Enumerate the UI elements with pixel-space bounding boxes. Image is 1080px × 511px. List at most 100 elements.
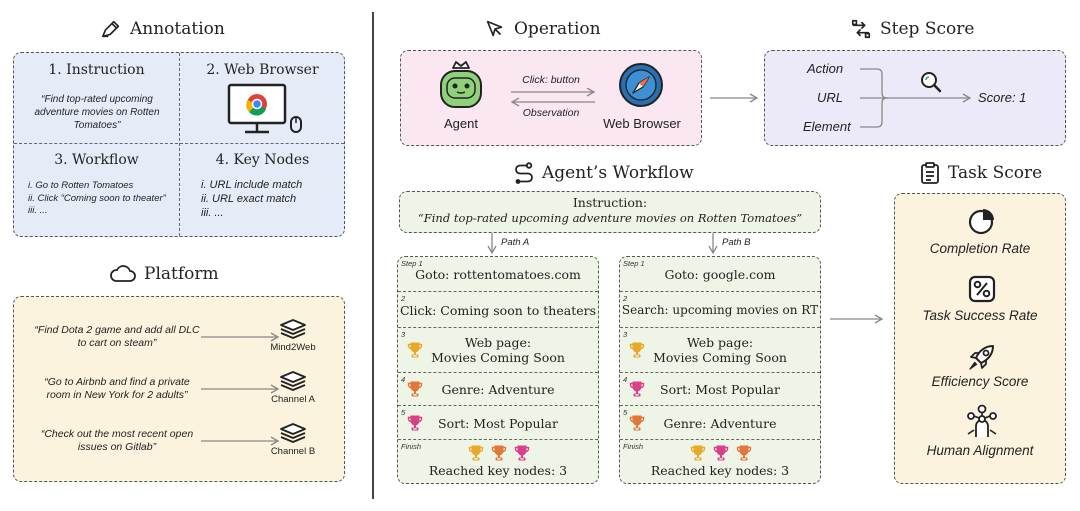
step-number: 5: [623, 408, 628, 417]
workflow-title: Agent’s Workflow: [542, 163, 694, 183]
workflow-list: i. Go to Rotten Tomatoes ii. Click “Comi…: [28, 180, 166, 218]
platform-row: “Check out the most recent open issues o…: [14, 423, 344, 465]
workflow-step: 4 Genre: Adventure: [398, 373, 598, 406]
task-score-human-alignment: Human Alignment: [926, 443, 1034, 458]
step-number: 2: [623, 294, 628, 303]
swap-arrows-icon: [851, 19, 871, 39]
key-node-item: i. URL include match: [201, 179, 303, 191]
step-number: Finish: [401, 442, 422, 451]
percent-icon: [968, 275, 996, 303]
platform-query: “Go to Airbnb and find a private room in…: [44, 376, 190, 401]
workflow-step: Step 1 Goto: rottentomatoes.com: [398, 257, 598, 292]
platform-header: Platform: [110, 264, 219, 284]
workflow-step: 2 Search: upcoming movies on RT: [620, 292, 820, 328]
step-text: Genre: Adventure: [663, 416, 777, 431]
cursor-icon: [486, 20, 503, 37]
step-score-title: Step Score: [880, 19, 975, 39]
step-text: Web page: Movies Coming Soon: [431, 335, 565, 365]
agent-label: Agent: [444, 116, 478, 131]
operation-panel: Agent Click: button Observation Web Brow…: [400, 50, 702, 146]
workflow-step: Step 1 Goto: google.com: [620, 257, 820, 292]
layers-icon: [280, 423, 306, 443]
step-number: Step 1: [401, 259, 423, 268]
step-number: 5: [401, 408, 406, 417]
step-input-element: Element: [803, 119, 851, 134]
workflow-cell: 3. Workflow i. Go to Rotten Tomatoes ii.…: [14, 143, 179, 238]
instruction-text: “Find top-rated upcoming adventure movie…: [34, 94, 160, 131]
route-icon: [515, 162, 533, 184]
step-number: Step 1: [623, 259, 645, 268]
workflow-step: 3 Web page: Movies Coming Soon: [620, 328, 820, 373]
path-a-column: Step 1 Goto: rottentomatoes.com 2 Click:…: [397, 256, 599, 484]
cloud-icon: [110, 265, 136, 282]
step-text: Genre: Adventure: [441, 382, 555, 397]
step-number: 3: [401, 330, 406, 339]
step-text: Sort: Most Popular: [438, 416, 558, 431]
trophy-icon: [407, 381, 423, 402]
task-score-header: Task Score: [920, 162, 1042, 184]
path-a-label: Path A: [501, 237, 530, 248]
section-divider: [372, 12, 374, 499]
arrow-down-icon: [487, 233, 497, 255]
step-text: Sort: Most Popular: [660, 382, 780, 397]
merge-lines: [860, 68, 972, 128]
annotation-panel: 1. Instruction “Find top-rated upcoming …: [13, 52, 345, 237]
trophy-icon: [629, 415, 645, 436]
key-nodes-title: 4. Key Nodes: [215, 152, 310, 168]
arrow-right-icon: [201, 436, 280, 446]
workflow-step: 5 Genre: Adventure: [620, 406, 820, 440]
clipboard-icon: [921, 162, 939, 184]
workflow-step: 2 Click: Coming soon to theaters: [398, 292, 598, 328]
platform-row: “Go to Airbnb and find a private room in…: [14, 371, 344, 413]
workflow-item: ii. Click “Coming soon to theater”: [28, 192, 166, 204]
arrow-right-icon: [830, 314, 884, 324]
web-browser-title: 2. Web Browser: [206, 62, 319, 78]
arrow-down-icon: [708, 233, 718, 255]
task-score-efficiency-score: Efficiency Score: [931, 374, 1029, 389]
step-input-url: URL: [817, 90, 844, 105]
step-text: Reached key nodes: 3: [650, 463, 790, 478]
workflow-step: 3 Web page: Movies Coming Soon: [398, 328, 598, 373]
arrow-right-icon: [710, 93, 759, 103]
platform-label: Mind2Web: [270, 342, 316, 353]
workflow-step: 5 Sort: Most Popular: [398, 406, 598, 440]
task-score-completion-rate: Completion Rate: [929, 241, 1031, 256]
trophy-icon: [514, 445, 530, 466]
task-score-panel: Completion Rate Task Success Rate Effici…: [894, 193, 1066, 484]
workflow-finish: Finish Reached key nodes: 3: [620, 440, 820, 483]
instruction-cell: 1. Instruction “Find top-rated upcoming …: [14, 53, 179, 143]
platform-label: Channel A: [271, 394, 315, 405]
path-b-column: Step 1 Goto: google.com 2 Search: upcomi…: [619, 256, 821, 484]
step-text: Goto: rottentomatoes.com: [415, 267, 581, 282]
layers-icon: [280, 371, 306, 391]
step-number: 4: [401, 375, 406, 384]
trophy-icon: [736, 445, 752, 466]
trophy-icon: [690, 445, 706, 466]
trophy-icon: [629, 381, 645, 402]
step-text: Reached key nodes: 3: [428, 463, 568, 478]
annotation-header: Annotation: [100, 18, 225, 40]
operation-title: Operation: [514, 19, 601, 39]
workflow-instruction-text: “Find top-rated upcoming adventure movie…: [417, 211, 803, 225]
trophy-icon: [407, 342, 423, 363]
workflow-header: Agent’s Workflow: [514, 162, 694, 184]
magnifier-icon: [921, 72, 942, 93]
pen-icon: [101, 20, 120, 38]
observation-label: Observation: [522, 107, 580, 119]
workflow-item: iii. ...: [28, 205, 48, 216]
key-node-item: ii. URL exact match: [201, 193, 297, 205]
key-node-item: iii. ...: [201, 207, 224, 219]
step-score-result: Score: 1: [978, 90, 1027, 105]
pie-chart-icon: [968, 209, 994, 235]
key-nodes-cell: 4. Key Nodes i. URL include match ii. UR…: [179, 143, 346, 238]
trophy-icon: [713, 445, 729, 466]
key-nodes-list: i. URL include match ii. URL exact match…: [201, 178, 302, 220]
path-b-label: Path B: [722, 237, 751, 248]
task-score-task-success-rate: Task Success Rate: [922, 308, 1038, 323]
layers-icon: [280, 319, 306, 339]
step-number: 3: [623, 330, 628, 339]
trophy-icon: [629, 342, 645, 363]
platform-title: Platform: [144, 264, 219, 284]
trophy-icon: [468, 445, 484, 466]
annotation-title: Annotation: [130, 19, 225, 39]
